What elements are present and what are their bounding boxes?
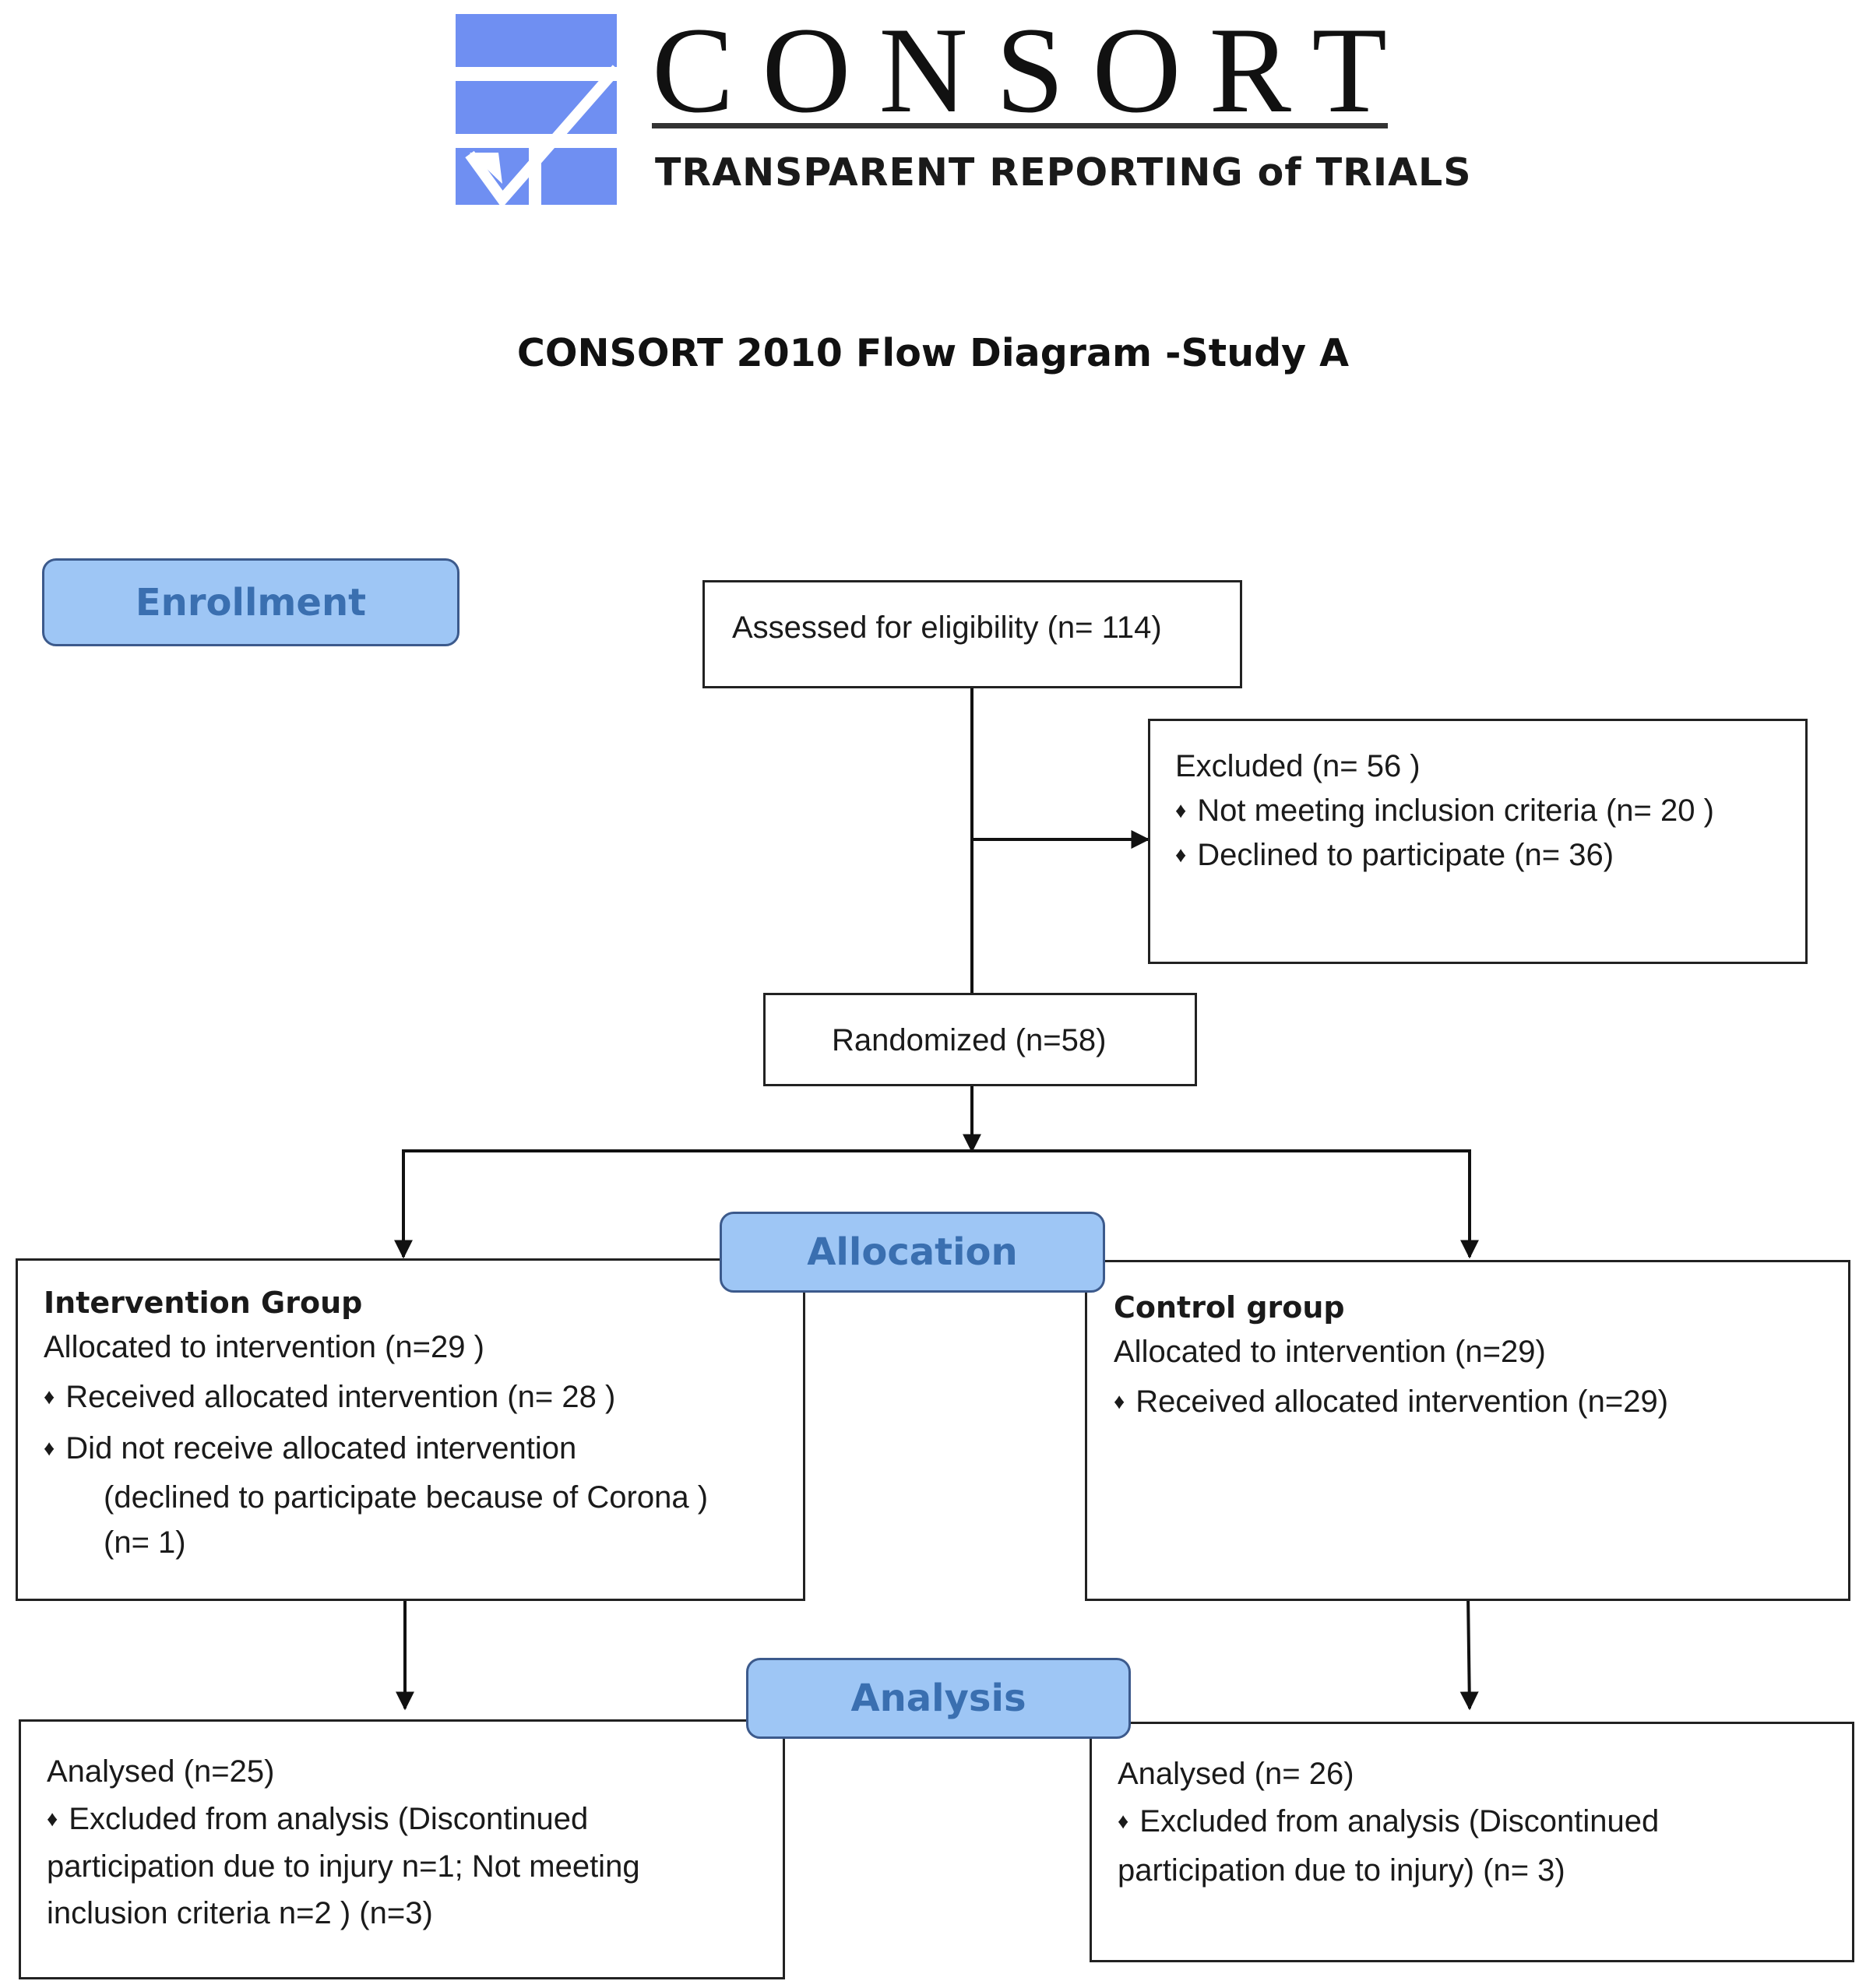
- intervention-not-received: ♦ Did not receive allocated intervention: [44, 1430, 576, 1467]
- excluded-item-label: Not meeting inclusion criteria (n= 20 ): [1197, 793, 1714, 828]
- diagram-title: CONSORT 2010 Flow Diagram -Study A: [516, 331, 1350, 375]
- intervention-box: Intervention Group Allocated to interven…: [16, 1258, 805, 1601]
- assessed-text: Assessed for eligibility (n= 114): [732, 610, 1162, 645]
- assessed-box: Assessed for eligibility (n= 114): [702, 580, 1242, 688]
- bullet-icon: ♦: [1118, 1809, 1129, 1833]
- analysis-control-box: Analysed (n= 26) ♦ Excluded from analysis…: [1090, 1722, 1854, 1962]
- bullet-icon: ♦: [1175, 843, 1187, 867]
- excluded-line: Excluded from analysis (Discontinued: [69, 1802, 589, 1836]
- intervention-heading: Intervention Group: [44, 1286, 363, 1320]
- randomized-box: Randomized (n=58): [763, 993, 1197, 1086]
- excluded-line: Excluded from analysis (Discontinued: [1139, 1804, 1660, 1838]
- arrow-control-to-analysis: [1459, 1594, 1479, 1711]
- excluded-item-label: Declined to participate (n= 36): [1197, 838, 1614, 872]
- analysis-intervention-box: Analysed (n=25) ♦ Excluded from analysis …: [19, 1719, 785, 1979]
- stage-enrollment: Enrollment: [42, 558, 459, 646]
- stage-analysis: Analysis: [746, 1658, 1131, 1739]
- intervention-reason: (declined to participate because of Coro…: [104, 1480, 709, 1515]
- intervention-allocated: Allocated to intervention (n=29 ): [44, 1330, 484, 1364]
- excluded-box: Excluded (n= 56 ) ♦ Not meeting inclusion…: [1148, 719, 1808, 964]
- consort-logo-mark: [456, 14, 617, 205]
- control-allocated: Allocated to intervention (n=29): [1114, 1335, 1546, 1369]
- stage-allocation: Allocation: [720, 1212, 1105, 1293]
- bullet-icon: ♦: [1175, 798, 1187, 822]
- logo-divider: [652, 123, 1388, 128]
- consort-logo: CONSORT TRANSPARENT REPORTING of TRIALS: [456, 9, 1471, 205]
- intervention-received: ♦ Received allocated intervention (n= 28 …: [44, 1378, 615, 1416]
- bullet-icon: ♦: [47, 1807, 58, 1831]
- intervention-reason-n: (n= 1): [104, 1525, 186, 1560]
- control-received: ♦ Received allocated intervention (n=29): [1114, 1383, 1668, 1420]
- bullet-icon: ♦: [44, 1436, 55, 1460]
- analysis-intervention-excluded-2: participation due to injury n=1; Not mee…: [47, 1849, 640, 1884]
- consort-wordmark: CONSORT: [652, 2, 1415, 139]
- bullet-icon: ♦: [1114, 1389, 1125, 1413]
- analysis-control-excluded-1: ♦ Excluded from analysis (Discontinued: [1118, 1803, 1659, 1840]
- excluded-item-declined: ♦ Declined to participate (n= 36): [1175, 836, 1614, 874]
- analysis-control-analysed: Analysed (n= 26): [1118, 1757, 1354, 1791]
- intervention-received-label: Received allocated intervention (n= 28 ): [65, 1380, 616, 1414]
- consort-tagline: TRANSPARENT REPORTING of TRIALS: [655, 150, 1472, 195]
- randomized-text: Randomized (n=58): [832, 1023, 1107, 1057]
- analysis-intervention-analysed: Analysed (n=25): [47, 1754, 275, 1789]
- analysis-intervention-excluded-3: inclusion criteria n=2 ) (n=3): [47, 1896, 433, 1930]
- control-heading: Control group: [1114, 1290, 1345, 1325]
- analysis-control-excluded-2: participation due to injury) (n= 3): [1118, 1853, 1565, 1888]
- intervention-not-received-label: Did not receive allocated intervention: [65, 1431, 577, 1465]
- excluded-item-inclusion: ♦ Not meeting inclusion criteria (n= 20 ): [1175, 792, 1714, 829]
- bullet-icon: ♦: [44, 1385, 55, 1409]
- control-box: Control group Allocated to intervention …: [1085, 1260, 1850, 1601]
- excluded-title: Excluded (n= 56 ): [1175, 749, 1421, 783]
- analysis-intervention-excluded-1: ♦ Excluded from analysis (Discontinued: [47, 1800, 588, 1838]
- control-received-label: Received allocated intervention (n=29): [1135, 1385, 1669, 1419]
